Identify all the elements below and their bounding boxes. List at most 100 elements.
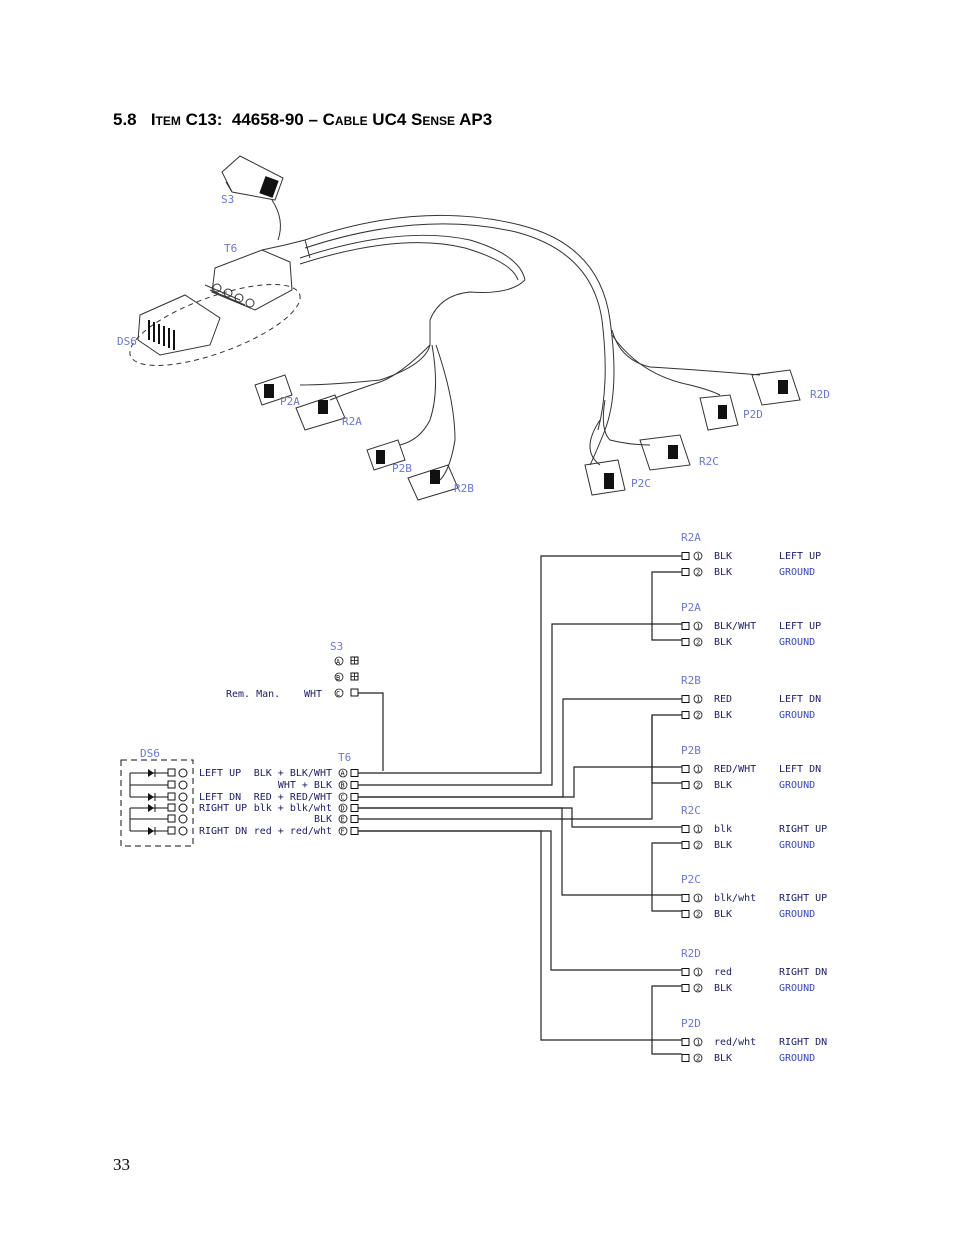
pin-function: LEFT UP (779, 621, 821, 632)
pin-circle (693, 983, 703, 993)
plug-p2c (584, 459, 626, 496)
pin-number: 1 (696, 826, 700, 834)
t6-row-wire: red + red/wht (254, 826, 332, 837)
ds6-diodes (129, 769, 168, 835)
pin-function: LEFT DN (779, 764, 821, 775)
pin-function: GROUND (779, 909, 815, 920)
t6-pin-letter: F (341, 828, 345, 836)
cable-drawing: S3 T6 DS6 (117, 155, 830, 501)
pin-number: 2 (696, 1055, 700, 1063)
s3-connector-drawing (221, 155, 284, 241)
pin-function: GROUND (779, 983, 815, 994)
t6-pin-letter: E (341, 816, 345, 824)
t6-pin-square (350, 781, 359, 789)
t6-row-wire: BLK (314, 814, 332, 825)
pin-circle (693, 893, 703, 903)
connector-name: P2A (681, 601, 701, 614)
plug-p2a (254, 374, 293, 406)
pin-number: 2 (696, 569, 700, 577)
section-heading: 5.8 Item C13: 44658-90 – Cable UC4 Sense… (113, 110, 492, 130)
pin-square (681, 1054, 690, 1062)
pin-wire: BLK (714, 551, 732, 562)
pin-function: GROUND (779, 1053, 815, 1064)
t6-pin-square (350, 793, 359, 801)
pin-function: GROUND (779, 567, 815, 578)
svg-text:A: A (336, 658, 341, 666)
pin-number: 1 (696, 969, 700, 977)
t6-row-function: LEFT UP (199, 768, 241, 779)
pin-square (681, 622, 690, 630)
pin-square (681, 825, 690, 833)
pin-wire: BLK (714, 780, 732, 791)
pin-circle (693, 567, 703, 577)
connector-name: R2A (681, 531, 701, 544)
plug-r2d (751, 369, 801, 406)
s3-pin-a: A (334, 656, 359, 666)
pin-number: 2 (696, 782, 700, 790)
label-r2a: R2A (342, 415, 362, 428)
rem-man-wire: WHT (304, 689, 322, 700)
t6-row-function: RIGHT DN (199, 826, 247, 837)
pin-wire: RED (714, 694, 732, 705)
pin-wire: BLK (714, 909, 732, 920)
pin-function: RIGHT DN (779, 967, 827, 978)
t6-pin-circle (338, 814, 348, 824)
schem-s3-label: S3 (330, 640, 343, 653)
t6-row-function: LEFT DN (199, 792, 241, 803)
label-t6: T6 (224, 242, 237, 255)
rem-man-label: Rem. Man. (226, 689, 280, 700)
pin-square (681, 984, 690, 992)
label-ds6: DS6 (117, 335, 137, 348)
ds6-pin-squares (167, 768, 188, 836)
schem-t6-label: T6 (338, 751, 351, 764)
t6-pin-circle (338, 803, 348, 813)
t6-row: RIGHT DN red + red/wht F (199, 826, 359, 837)
pin-number: 2 (696, 639, 700, 647)
pin-number: 1 (696, 696, 700, 704)
pin-wire: BLK (714, 710, 732, 721)
ds6-box (120, 759, 194, 847)
pin-square (681, 910, 690, 918)
pin-circle (693, 967, 703, 977)
t6-row-wire: blk + blk/wht (254, 803, 332, 814)
label-p2c: P2C (631, 477, 651, 490)
pin-number: 2 (696, 712, 700, 720)
cable-trunk (299, 214, 761, 481)
pin-number: 2 (696, 911, 700, 919)
pin-circle (693, 621, 703, 631)
pin-function: LEFT UP (779, 551, 821, 562)
plug-p2b (366, 439, 406, 471)
svg-text:C: C (336, 690, 340, 698)
label-r2c: R2C (699, 455, 719, 468)
plug-p2d (699, 394, 739, 431)
t6-pin-letter: A (341, 770, 346, 778)
t6-row-wire: WHT + BLK (278, 780, 332, 791)
plug-r2a (295, 394, 346, 431)
pin-wire: red/wht (714, 1037, 756, 1048)
pin-number: 1 (696, 1039, 700, 1047)
pin-square (681, 638, 690, 646)
pin-wire: blk/wht (714, 893, 756, 904)
pin-circle (693, 710, 703, 720)
label-p2a: P2A (280, 395, 300, 408)
t6-pin-square (350, 769, 359, 777)
t6-pin-circle (338, 792, 348, 802)
ds6-connector-drawing (129, 284, 301, 366)
pin-wire: BLK/WHT (714, 621, 756, 632)
pin-circle (693, 840, 703, 850)
pin-square (681, 1038, 690, 1046)
pin-function: RIGHT DN (779, 1037, 827, 1048)
connector-name: R2B (681, 674, 701, 687)
connector-name: R2D (681, 947, 701, 960)
pin-number: 2 (696, 985, 700, 993)
pin-circle (693, 764, 703, 774)
pin-wire: BLK (714, 840, 732, 851)
